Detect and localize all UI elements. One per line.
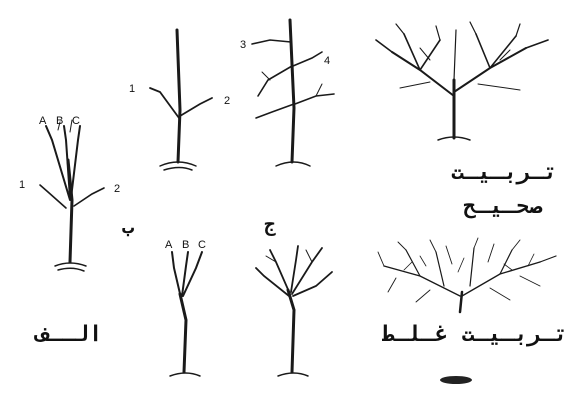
label-wrong-pruning: تـربـيـت غـلـط: [382, 322, 568, 347]
tree-open-center-young: A B C: [165, 239, 206, 377]
label-figure-be: ب: [122, 214, 135, 238]
mark-a: A: [165, 239, 173, 251]
mark-b: B: [182, 239, 189, 251]
tree-wrong-pruning: [377, 237, 557, 384]
tree-correct-pruning: [375, 21, 549, 141]
tree-young-leader: 1 2: [129, 28, 230, 171]
label-correct-pruning-line2: صحـيـح: [463, 194, 543, 219]
mark-1: 1: [19, 179, 25, 191]
mark-4: 4: [324, 55, 330, 67]
label-correct-pruning-line1: تـربـيـت: [451, 160, 557, 185]
mark-2: 2: [224, 95, 230, 107]
label-figure-alef: الــف: [36, 322, 103, 347]
mark-c: C: [198, 239, 206, 251]
label-figure-jim: ج: [264, 212, 277, 236]
tree-central-leader: A B C 1 2: [19, 115, 120, 272]
mark-3: 3: [240, 39, 246, 51]
mark-c: C: [72, 115, 80, 127]
mark-a: A: [39, 115, 47, 127]
mark-b: B: [56, 115, 63, 127]
mark-1: 1: [129, 83, 135, 95]
mark-2: 2: [114, 183, 120, 195]
tree-modified-leader: 3 4: [240, 18, 335, 167]
tree-open-center-mature: [255, 245, 333, 377]
